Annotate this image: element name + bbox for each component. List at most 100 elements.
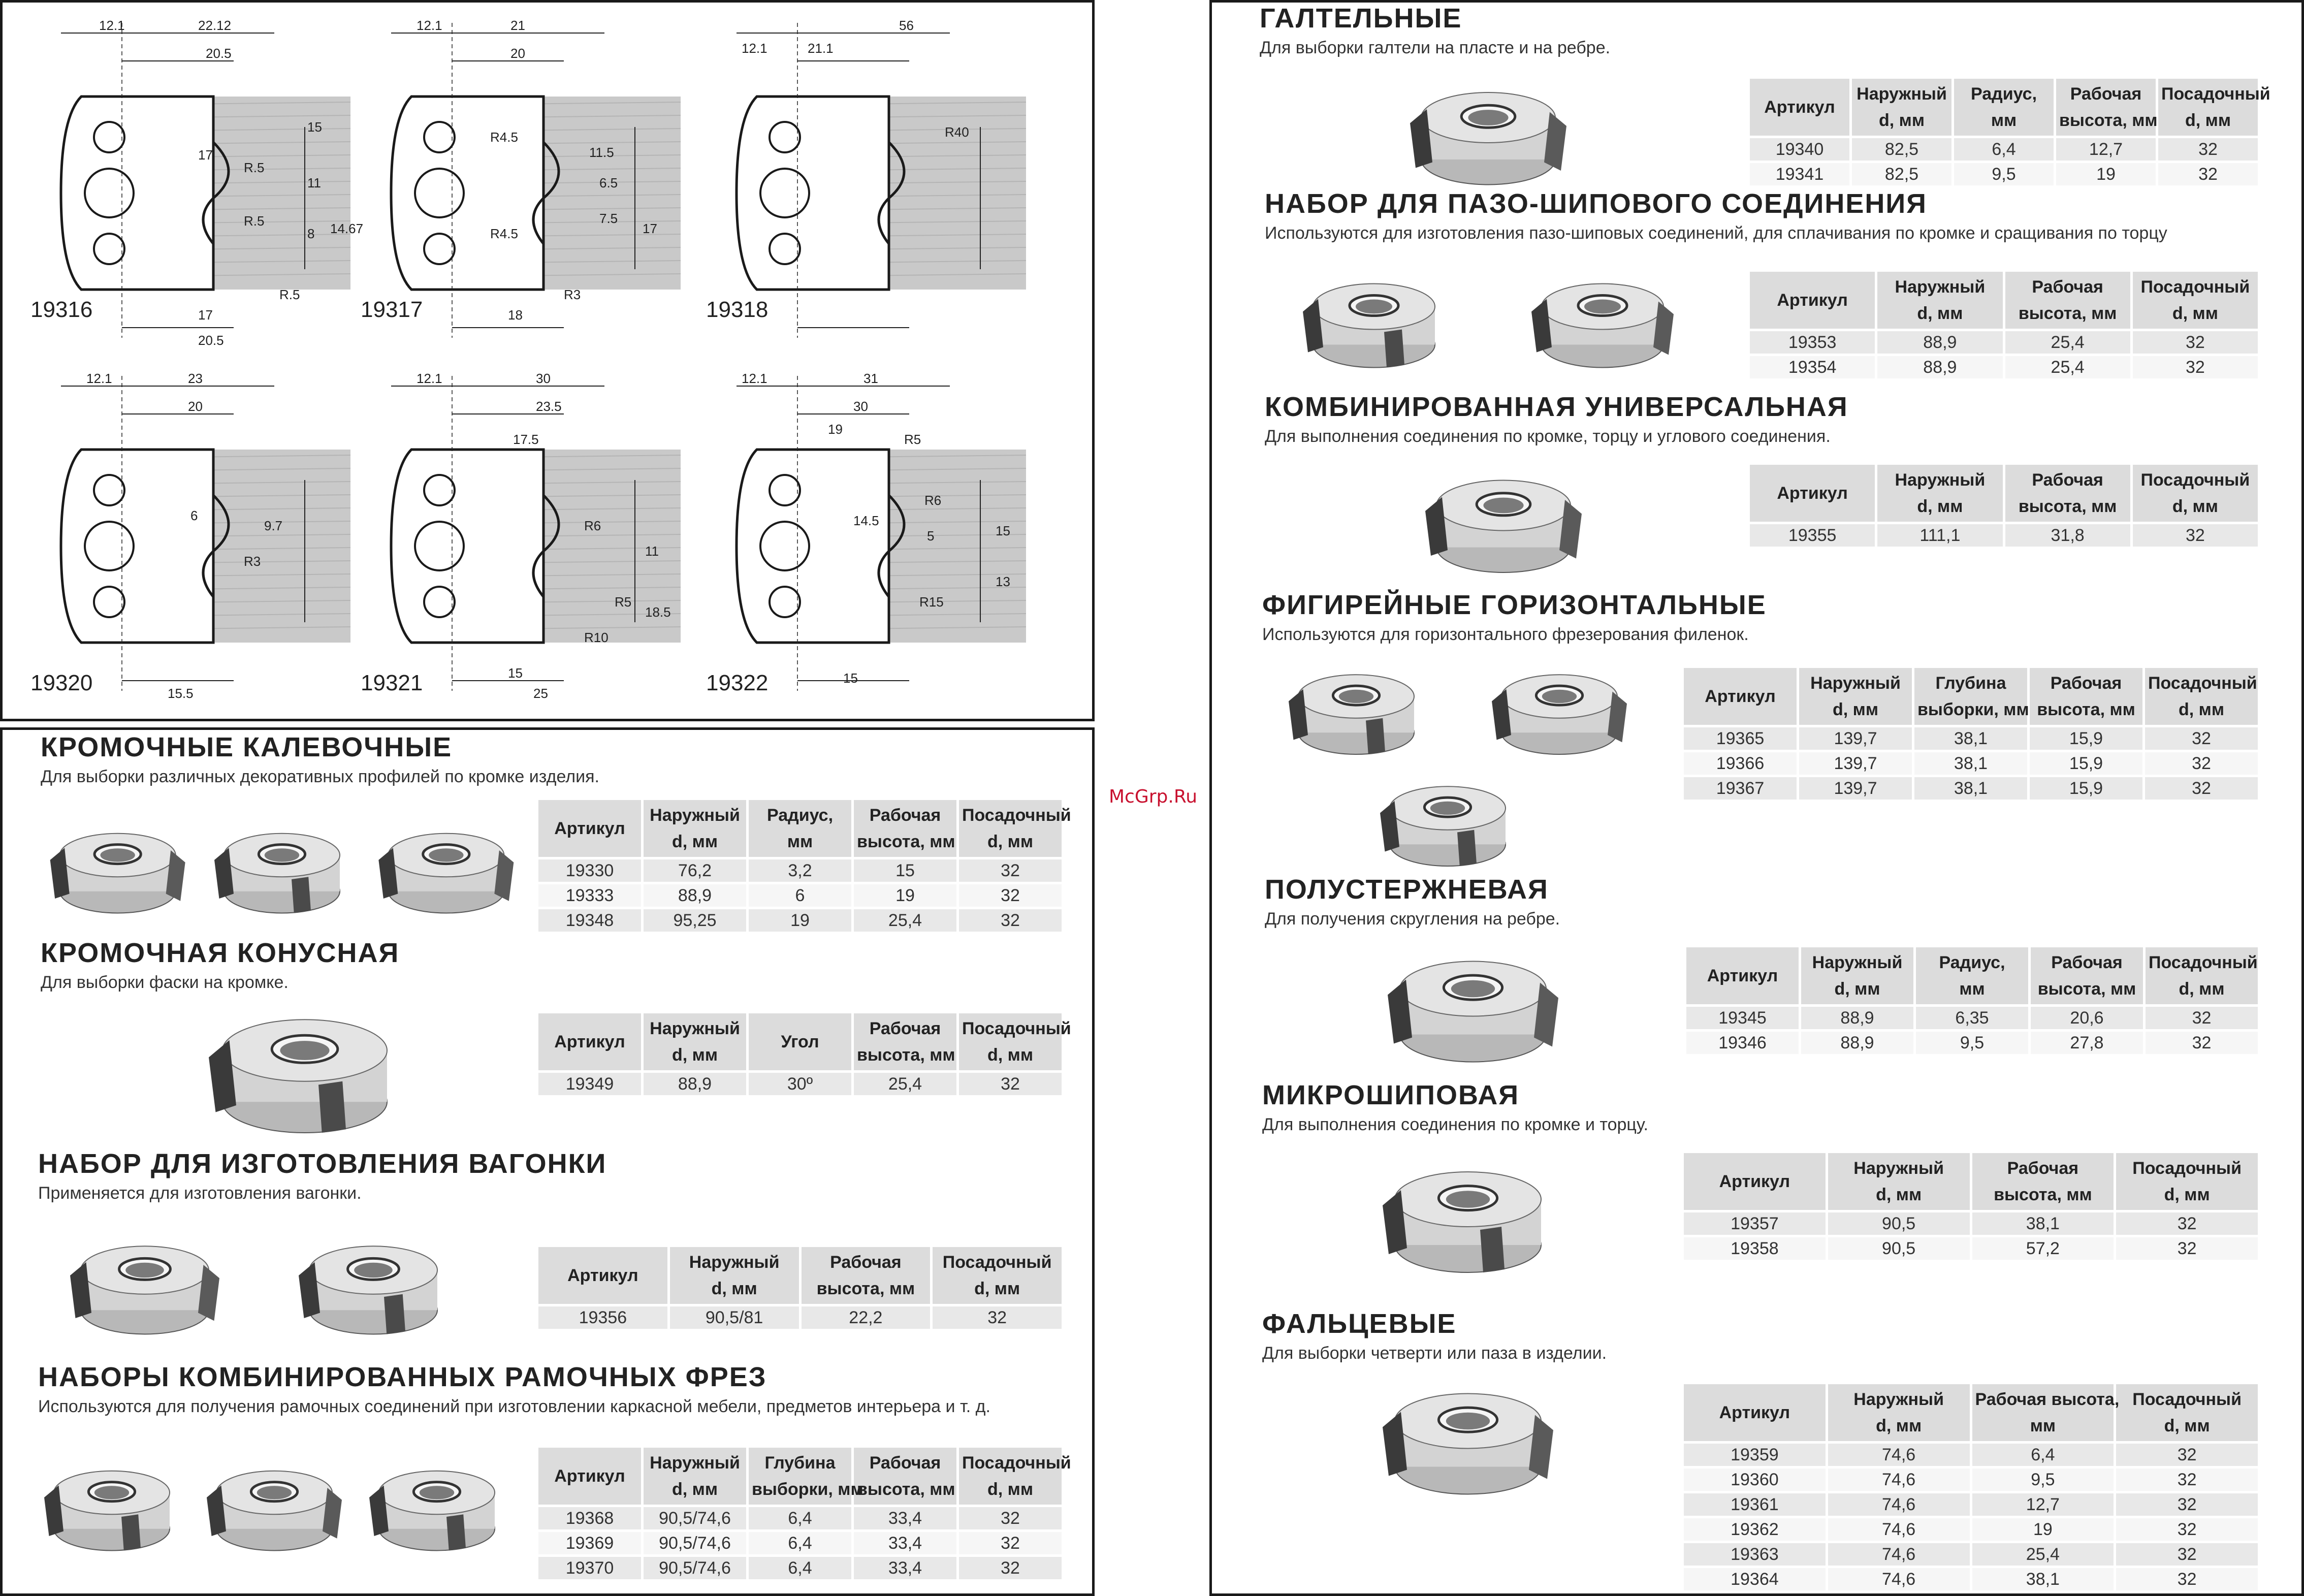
table-cell: 32 bbox=[2158, 138, 2258, 161]
table-cell: 33,4 bbox=[854, 1557, 956, 1579]
table-cell: 90,5 bbox=[1828, 1212, 1970, 1235]
table-cell: 19354 bbox=[1750, 356, 1875, 378]
column-header: Радиус,мм bbox=[1954, 79, 2054, 136]
profile-article-number: 19316 bbox=[30, 297, 93, 322]
dimension-label: 20 bbox=[188, 399, 203, 414]
dimension-label: 15 bbox=[508, 665, 523, 681]
section-description: Для выборки четверти или паза в изделии. bbox=[1262, 1344, 1607, 1363]
table-cell: 19360 bbox=[1684, 1469, 1826, 1491]
cutter-illustration bbox=[209, 1019, 388, 1133]
section-title: КРОМОЧНАЯ КОНУСНАЯ bbox=[41, 938, 400, 968]
table-cell: 111,1 bbox=[1877, 524, 2003, 547]
dimension-label: 11 bbox=[307, 175, 321, 190]
table-cell: 19 bbox=[1972, 1518, 2114, 1541]
table-cell: 33,4 bbox=[854, 1532, 956, 1554]
table-cell: 139,7 bbox=[1799, 752, 1912, 775]
table-cell: 19353 bbox=[1750, 331, 1875, 354]
table-cell: 6,4 bbox=[749, 1532, 851, 1554]
dimension-label: 6 bbox=[190, 508, 198, 523]
dimension-label: 18 bbox=[508, 307, 523, 323]
table-cell: 19333 bbox=[538, 884, 641, 907]
dimension-label: 13 bbox=[996, 574, 1010, 589]
cutter-illustration bbox=[1388, 961, 1558, 1063]
table-cell: 19330 bbox=[538, 859, 641, 882]
column-header: Артикул bbox=[538, 1448, 641, 1505]
column-header: Угол bbox=[749, 1013, 851, 1070]
column-header: Артикул bbox=[538, 800, 641, 857]
table-cell: 19362 bbox=[1684, 1518, 1826, 1541]
dimension-label: 15 bbox=[307, 119, 322, 135]
section-description: Для выполнения соединения по кромке, тор… bbox=[1265, 427, 1831, 446]
table-cell: 139,7 bbox=[1799, 777, 1912, 800]
table-cell: 25,4 bbox=[854, 909, 956, 932]
section-description: Для выборки различных декоративных профи… bbox=[41, 767, 599, 786]
column-header: Радиус,мм bbox=[749, 800, 851, 857]
table-cell: 15,9 bbox=[2030, 727, 2142, 750]
dimension-label: 20 bbox=[510, 46, 525, 61]
section-description: Для выполнения соединения по кромке и то… bbox=[1262, 1115, 1648, 1134]
column-header: Радиус,мм bbox=[1916, 947, 2028, 1004]
table-cell: 88,9 bbox=[1801, 1032, 1913, 1054]
table-cell: 90,5/81 bbox=[669, 1306, 799, 1329]
table-cell: 32 bbox=[2132, 331, 2258, 354]
table-cell: 19359 bbox=[1684, 1444, 1826, 1466]
table-cell: 32 bbox=[2116, 1493, 2258, 1516]
table-cell: 15,9 bbox=[2030, 752, 2142, 775]
table-cell: 90,5/74,6 bbox=[644, 1507, 746, 1529]
dimension-label: 7.5 bbox=[599, 211, 618, 226]
table-cell: 32 bbox=[2145, 777, 2258, 800]
profile-article-number: 19317 bbox=[361, 297, 423, 322]
table-cell: 32 bbox=[2132, 524, 2258, 547]
product-photo bbox=[1382, 457, 1625, 589]
dimension-label: R.5 bbox=[279, 287, 300, 302]
section-title: ГАЛТЕЛЬНЫЕ bbox=[1260, 3, 1462, 34]
dimension-label: R3 bbox=[564, 287, 581, 302]
dimension-label: 11 bbox=[645, 544, 659, 559]
column-header: Артикул bbox=[1750, 465, 1875, 522]
dimension-label: 22.12 bbox=[198, 18, 232, 33]
column-header: Артикул bbox=[1684, 1384, 1826, 1441]
table-cell: 25,4 bbox=[854, 1073, 956, 1095]
table-cell: 33,4 bbox=[854, 1507, 956, 1529]
table-cell: 32 bbox=[959, 884, 1062, 907]
product-photo bbox=[30, 1445, 518, 1572]
dimension-label: R4.5 bbox=[490, 130, 518, 145]
table-cell: 20,6 bbox=[2031, 1007, 2143, 1029]
section-title: ФАЛЬЦЕВЫЕ bbox=[1262, 1308, 1457, 1339]
column-header: Рабочая высота,мм bbox=[1972, 1384, 2119, 1441]
dimension-label: 12.1 bbox=[742, 41, 767, 56]
cutter-illustration bbox=[1425, 480, 1582, 573]
dimension-label: 17 bbox=[198, 307, 213, 323]
table-cell: 19346 bbox=[1686, 1032, 1799, 1054]
section-title: НАБОР ДЛЯ ПАЗО-ШИПОВОГО СОЕДИНЕНИЯ bbox=[1265, 188, 1927, 219]
dimension-label: 23 bbox=[188, 371, 203, 386]
table-cell: 32 bbox=[2116, 1444, 2258, 1466]
table-cell: 19365 bbox=[1684, 727, 1797, 750]
cutter-illustration bbox=[1289, 674, 1627, 867]
table-cell: 74,6 bbox=[1828, 1444, 1970, 1466]
